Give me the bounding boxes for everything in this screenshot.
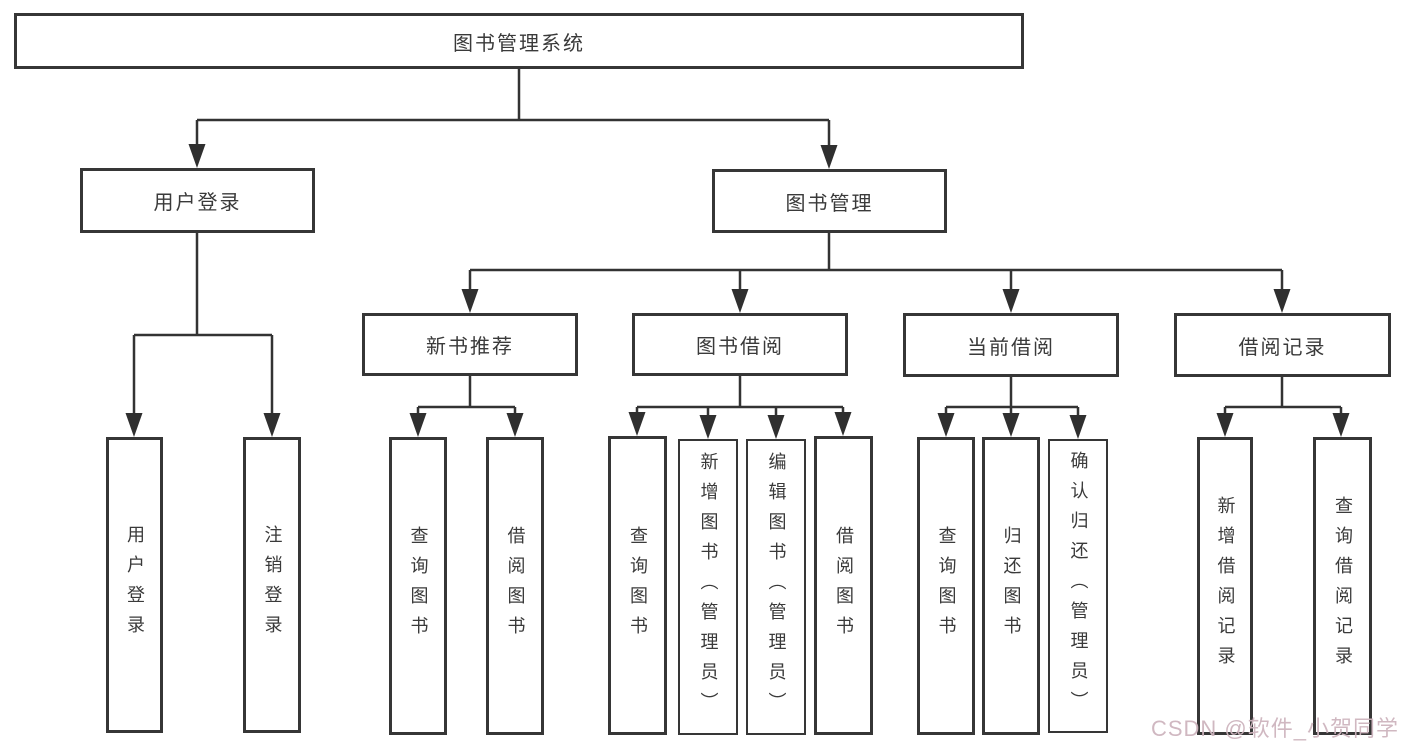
node-borrowing-records: 借阅记录 <box>1174 313 1391 377</box>
node-label: 图书管理 <box>785 192 874 215</box>
node-label: 查询图书 <box>627 525 648 646</box>
leaf-add-borrow-record: 新增借阅记录 <box>1197 437 1253 735</box>
arrowhead-icon <box>188 144 206 168</box>
arrowhead-icon <box>1332 413 1350 437</box>
node-label: 编辑图书（管理员） <box>766 452 787 722</box>
arrowhead-icon <box>461 289 479 313</box>
node-label: 新增借阅记录 <box>1215 496 1236 676</box>
connector-newbook-to-children <box>416 376 517 419</box>
leaf-query-borrow-record: 查询借阅记录 <box>1313 437 1372 735</box>
leaf-edit-books-admin: 编辑图书（管理员） <box>746 439 806 735</box>
leaf-borrow-books-recommend: 借阅图书 <box>486 437 544 735</box>
node-label: 查询图书 <box>408 526 429 646</box>
node-root-system: 图书管理系统 <box>14 13 1024 69</box>
leaf-borrow-books: 借阅图书 <box>814 436 873 735</box>
node-label: 借阅记录 <box>1238 336 1327 359</box>
arrowhead-icon <box>731 289 749 313</box>
leaf-add-books-admin: 新增图书（管理员） <box>678 439 738 735</box>
node-label: 借阅图书 <box>833 525 854 646</box>
arrowhead-icon <box>1216 413 1234 437</box>
leaf-user-login: 用户登录 <box>106 437 163 733</box>
arrowhead-icon <box>1273 289 1291 313</box>
leaf-query-books-recommend: 查询图书 <box>389 437 447 735</box>
node-label: 确认归还（管理员） <box>1068 451 1089 721</box>
arrowhead-icon <box>125 413 143 437</box>
arrowhead-icon <box>506 413 524 437</box>
connector-userlogin-to-children <box>132 233 274 419</box>
leaf-logout: 注销登录 <box>243 437 301 733</box>
node-label: 查询图书 <box>936 526 957 646</box>
arrowhead-icon <box>937 413 955 437</box>
arrowhead-icon <box>1002 413 1020 437</box>
node-label: 当前借阅 <box>967 336 1055 359</box>
node-label: 图书借阅 <box>696 336 784 358</box>
connector-borrowrecord-to-children <box>1223 377 1343 419</box>
node-label: 借阅图书 <box>505 526 526 646</box>
arrowhead-icon <box>263 413 281 437</box>
arrowhead-icon <box>767 415 785 439</box>
arrowhead-icon <box>1002 289 1020 313</box>
node-current-borrowing: 当前借阅 <box>903 313 1119 377</box>
node-label: 查询借阅记录 <box>1332 496 1353 676</box>
node-label: 用户登录 <box>124 525 145 645</box>
node-user-login: 用户登录 <box>80 168 315 233</box>
arrowhead-icon <box>409 413 427 437</box>
node-book-borrowing: 图书借阅 <box>632 313 848 376</box>
arrowhead-icon <box>834 412 852 436</box>
arrowhead-icon <box>628 412 646 436</box>
leaf-query-books-current: 查询图书 <box>917 437 975 735</box>
node-label: 归还图书 <box>1001 526 1022 646</box>
leaf-query-books-borrow: 查询图书 <box>608 436 667 735</box>
arrowhead-icon <box>699 415 717 439</box>
node-new-book-recommend: 新书推荐 <box>362 313 578 376</box>
node-label: 注销登录 <box>262 525 283 645</box>
connector-root-to-level2 <box>195 69 831 151</box>
csdn-watermark: CSDN @软件_小贺同学 <box>1150 716 1399 741</box>
arrowhead-icon <box>820 145 838 169</box>
leaf-return-books: 归还图书 <box>982 437 1040 735</box>
arrowheads <box>125 144 1350 439</box>
node-book-management: 图书管理 <box>712 169 947 233</box>
node-label: 新增图书（管理员） <box>698 452 719 722</box>
connector-bookmgmt-to-level3 <box>468 233 1284 295</box>
leaf-confirm-return-admin: 确认归还（管理员） <box>1048 439 1108 733</box>
connector-bookborrow-to-children <box>635 376 845 421</box>
arrowhead-icon <box>1069 415 1087 439</box>
node-label: 新书推荐 <box>426 336 514 358</box>
node-label: 用户登录 <box>153 192 242 214</box>
node-label: 图书管理系统 <box>453 32 585 55</box>
